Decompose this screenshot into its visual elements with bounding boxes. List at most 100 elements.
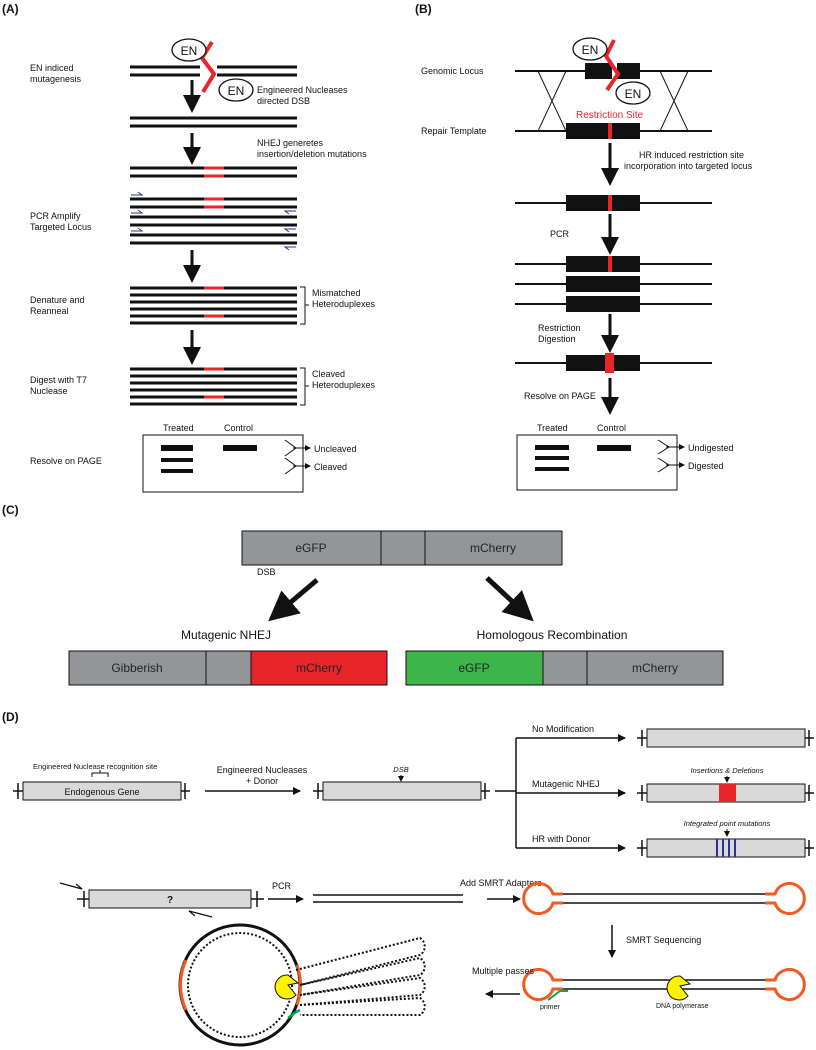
d-primer: primer — [540, 1004, 561, 1011]
a-pcr-strands — [130, 197, 297, 245]
b-break-mark — [603, 39, 621, 92]
d-smrtbell — [522, 882, 806, 915]
d-primer-rev — [188, 910, 213, 918]
a-en-label-2: EN — [228, 84, 245, 98]
a-note-cleaved-2: Heteroduplexes — [312, 380, 376, 390]
d-dsb: DSB — [393, 765, 408, 774]
b-genomic-locus-label: Genomic Locus — [421, 66, 484, 76]
c-hr-mcherry: mCherry — [632, 661, 678, 675]
d-q-box — [88, 889, 252, 909]
d-dna-polymerase: DNA polymerase — [656, 1003, 709, 1010]
a-note-dsb-2: directed DSB — [257, 96, 310, 106]
b-repair-template-label: Repair Template — [421, 126, 486, 136]
b-en-label-2: EN — [625, 87, 642, 101]
c-nhej-gibberish: Gibberish — [111, 661, 162, 675]
panel-label-c: (C) — [2, 503, 19, 517]
c-top-box-right — [424, 530, 563, 566]
a-gel-treated: Treated — [163, 423, 194, 433]
d-recognition-site: Engineered Nuclease recognition site — [33, 762, 157, 771]
b-locus-block-left — [585, 63, 612, 79]
d-hr-donor: HR with Donor — [532, 834, 591, 844]
d-multiple-passes: Multiple passes — [472, 966, 535, 976]
d-add-smrt: Add SMRT Adapters — [460, 878, 542, 888]
panel-label-b: (B) — [415, 2, 432, 16]
d-mut-nhej: Mutagenic NHEJ — [532, 779, 600, 789]
c-top-box-mid — [380, 530, 426, 566]
a-gel-uncleaved: Uncleaved — [314, 444, 357, 454]
d-outcome-no-mod — [637, 728, 814, 748]
a-note-mismatched-2: Heteroduplexes — [312, 299, 376, 309]
b-block-1 — [566, 195, 640, 211]
d-smrtbell-seq — [522, 968, 806, 1001]
b-gel-undigested: Undigested — [688, 443, 734, 453]
b-pcr-label: PCR — [550, 229, 570, 239]
c-dsb: DSB — [257, 567, 276, 577]
c-hr-box-right — [586, 650, 724, 686]
d-ins-del: Insertions & Deletions — [691, 766, 764, 775]
b-gel-bands — [535, 445, 631, 471]
b-gel-digested: Digested — [688, 461, 724, 471]
d-circular-read — [178, 923, 302, 1047]
a-note-dsb-1: Engineered Nucleases — [257, 85, 348, 95]
d-no-mod: No Modification — [532, 724, 594, 734]
b-crossover-lines — [537, 70, 689, 132]
a-primers — [131, 191, 296, 251]
a-bracket-mismatched — [300, 286, 309, 325]
c-top-mcherry: mCherry — [470, 541, 516, 555]
b-template-block — [566, 123, 640, 139]
a-gel-cleaved: Cleaved — [314, 462, 347, 472]
b-site-1 — [608, 195, 612, 211]
c-arrow-hr — [485, 576, 534, 622]
a-step-digest-2: Nuclease — [30, 386, 68, 396]
b-template-site — [608, 123, 612, 139]
a-break-mark — [199, 40, 217, 94]
a-step-mutagenesis-1: EN indiced — [30, 63, 74, 73]
d-gene-box — [22, 781, 182, 801]
a-heteroduplex-strands — [130, 286, 297, 325]
a-cleaved-strands — [130, 367, 297, 406]
a-bracket-cleaved — [300, 367, 309, 406]
b-note-hr-2: incorporation into targeted locus — [624, 161, 753, 171]
a-step-resolve: Resolve on PAGE — [30, 456, 102, 466]
a-en-label-1: EN — [181, 44, 198, 58]
b-gel-control: Control — [597, 423, 626, 433]
b-en-ellipse-2 — [615, 81, 651, 105]
a-step-denature-1: Denature and — [30, 295, 85, 305]
c-top-box-left — [241, 530, 382, 566]
b-note-hr-1: HR induced restriction site — [639, 150, 744, 160]
b-restriction-digestion-2: Digestion — [538, 334, 576, 344]
c-nhej-box-mid — [205, 650, 252, 686]
d-outcome-hr — [637, 838, 814, 858]
a-note-nhej-1: NHEJ generetes — [257, 138, 324, 148]
d-read-loops — [295, 936, 426, 1016]
a-note-cleaved-1: Cleaved — [312, 369, 345, 379]
a-step-digest-1: Digest with T7 — [30, 375, 87, 385]
a-en-ellipse-1 — [171, 38, 207, 62]
a-gel-bands — [161, 445, 257, 473]
a-step-denature-2: Reanneal — [30, 306, 69, 316]
d-endogenous-gene: Endogenous Gene — [64, 787, 139, 797]
b-gel-frame — [516, 434, 678, 491]
b-en-label-1: EN — [582, 43, 599, 57]
a-en-ellipse-2 — [218, 78, 254, 102]
b-site-digested — [605, 353, 614, 373]
c-nhej-title: Mutagenic NHEJ — [181, 628, 271, 642]
d-question: ? — [167, 895, 173, 906]
a-dna-mutated — [130, 166, 297, 178]
c-hr-title: Homologous Recombination — [477, 628, 628, 642]
b-restriction-site: Restriction Site — [576, 110, 644, 121]
c-hr-box-mid — [542, 650, 588, 686]
b-locus-block-right — [617, 63, 640, 79]
d-branch — [495, 738, 517, 848]
b-en-ellipse-1 — [572, 37, 608, 61]
d-read-primer — [287, 1008, 301, 1019]
d-outcome-nhej — [637, 783, 814, 803]
d-integrated: Integrated point mutations — [684, 819, 771, 828]
a-gel-frame — [142, 434, 304, 493]
b-gel-treated: Treated — [537, 423, 568, 433]
d-pcr: PCR — [272, 881, 292, 891]
c-hr-egfp: eGFP — [458, 661, 489, 675]
b-block-digested — [566, 355, 640, 371]
a-gel-control: Control — [224, 423, 253, 433]
